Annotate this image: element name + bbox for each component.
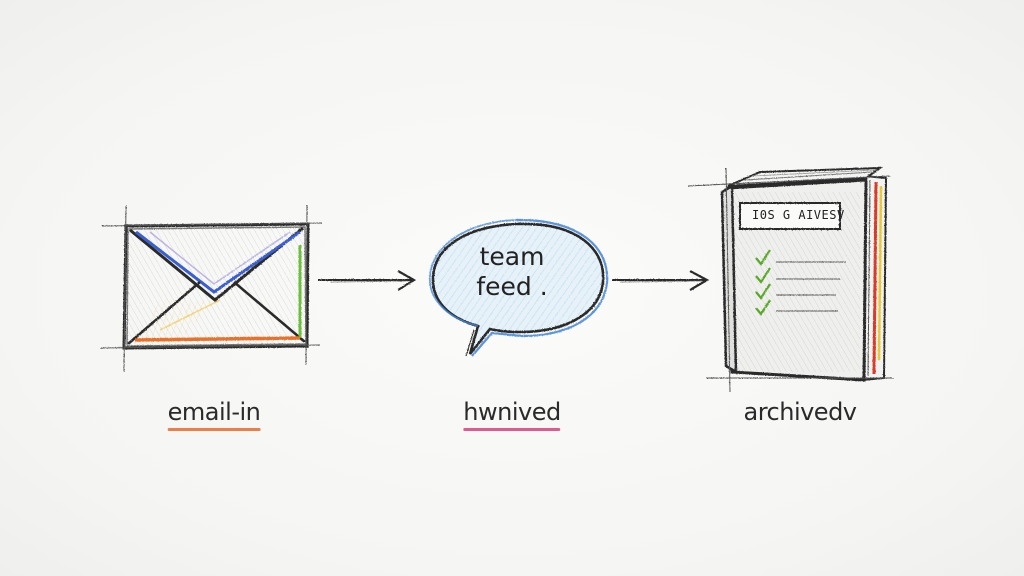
binder-book-icon [687, 166, 894, 393]
step-label-email-underline [167, 428, 261, 431]
step-label-feed: hwnived [463, 398, 561, 431]
checklist [755, 249, 846, 316]
arrow-feed-to-archive [612, 270, 710, 291]
step-label-feed-text: hwnived [463, 398, 561, 426]
step-label-email: email-in [167, 398, 261, 431]
bubble-line-1: team [479, 242, 545, 271]
speech-bubble-icon [429, 218, 609, 357]
book-title: I0S G AIVESV [752, 208, 845, 222]
arrow-email-to-feed [318, 270, 417, 291]
step-label-archive: archivedv [743, 398, 857, 426]
step-label-feed-underline [463, 428, 561, 431]
bubble-line-2: feed . [476, 272, 548, 301]
step-label-email-text: email-in [167, 398, 261, 426]
bubble-text: team feed . [476, 242, 547, 302]
step-label-archive-text: archivedv [743, 398, 857, 426]
envelope-icon [99, 204, 323, 373]
